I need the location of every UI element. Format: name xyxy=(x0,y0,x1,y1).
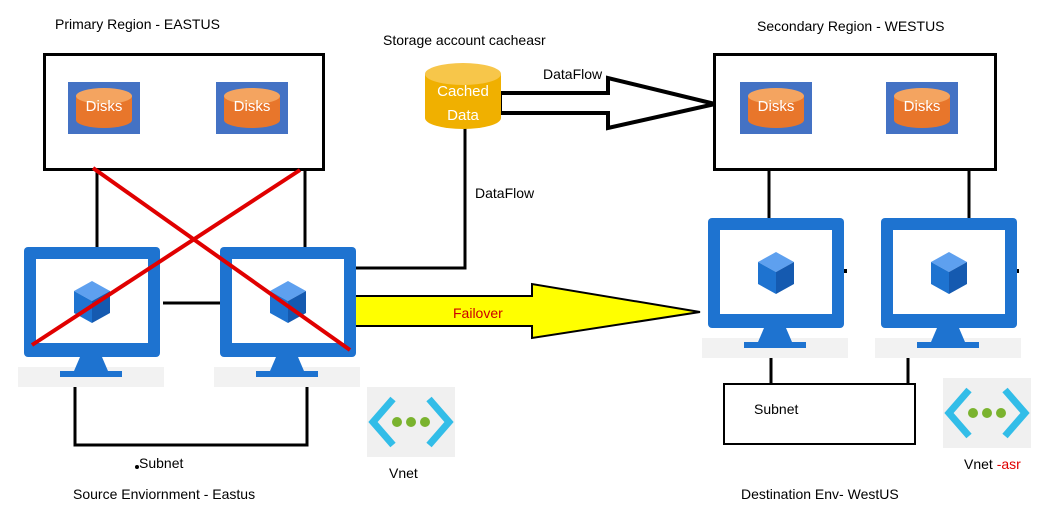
primary-disk-2: Disks xyxy=(216,82,288,134)
primary-disk-1: Disks xyxy=(68,82,140,134)
dest-vnet-label-prefix: Vnet xyxy=(964,456,997,472)
vnet-icon xyxy=(367,387,455,457)
primary-region-title: Primary Region - EASTUS xyxy=(55,16,220,32)
dataflow-top-label: DataFlow xyxy=(543,66,603,82)
disk-label: Disks xyxy=(233,98,271,115)
disk-icon xyxy=(216,82,288,134)
source-subnet-bracket xyxy=(73,385,309,447)
disk-icon xyxy=(740,82,812,134)
storage-title: Storage account cacheasr xyxy=(383,32,546,48)
dest-vm-1[interactable] xyxy=(702,218,848,358)
tick xyxy=(843,269,847,273)
dest-env-label: Destination Env- WestUS xyxy=(741,486,899,502)
dest-subnet-label: Subnet xyxy=(754,401,799,417)
dest-vnet-label-suffix: -asr xyxy=(996,456,1021,472)
dataflow-arrow xyxy=(498,75,716,131)
monitor-icon xyxy=(875,218,1021,358)
dataflow-vertical-label: DataFlow xyxy=(475,185,535,201)
secondary-disk-2: Disks xyxy=(886,82,958,134)
monitor-icon xyxy=(702,218,848,358)
cached-data-icon xyxy=(425,63,501,129)
source-subnet-label: Subnet xyxy=(139,455,184,471)
secondary-disk-1: Disks xyxy=(740,82,812,134)
secondary-region-title: Secondary Region - WESTUS xyxy=(757,18,945,34)
cache-line-2: Data xyxy=(447,107,479,124)
vnet-icon xyxy=(943,378,1031,448)
disk-label: Disks xyxy=(757,98,795,115)
dest-vm-2[interactable] xyxy=(875,218,1021,358)
vertical-dataflow-line xyxy=(352,128,467,270)
dest-subnet-box[interactable] xyxy=(723,383,916,445)
dest-vnet[interactable] xyxy=(943,378,1031,448)
source-vnet[interactable] xyxy=(367,387,455,457)
cache-line-1: Cached xyxy=(437,83,489,100)
disk-icon xyxy=(68,82,140,134)
failover-label: Failover xyxy=(453,305,503,321)
dest-vnet-label: Vnet -asr xyxy=(964,456,1021,472)
bullet-dot xyxy=(135,465,139,469)
source-env-label: Source Enviornment - Eastus xyxy=(73,486,256,502)
disk-label: Disks xyxy=(903,98,941,115)
disk-label: Disks xyxy=(85,98,123,115)
source-vnet-label: Vnet xyxy=(389,465,418,481)
failover-arrow xyxy=(351,282,701,340)
disk-icon xyxy=(886,82,958,134)
